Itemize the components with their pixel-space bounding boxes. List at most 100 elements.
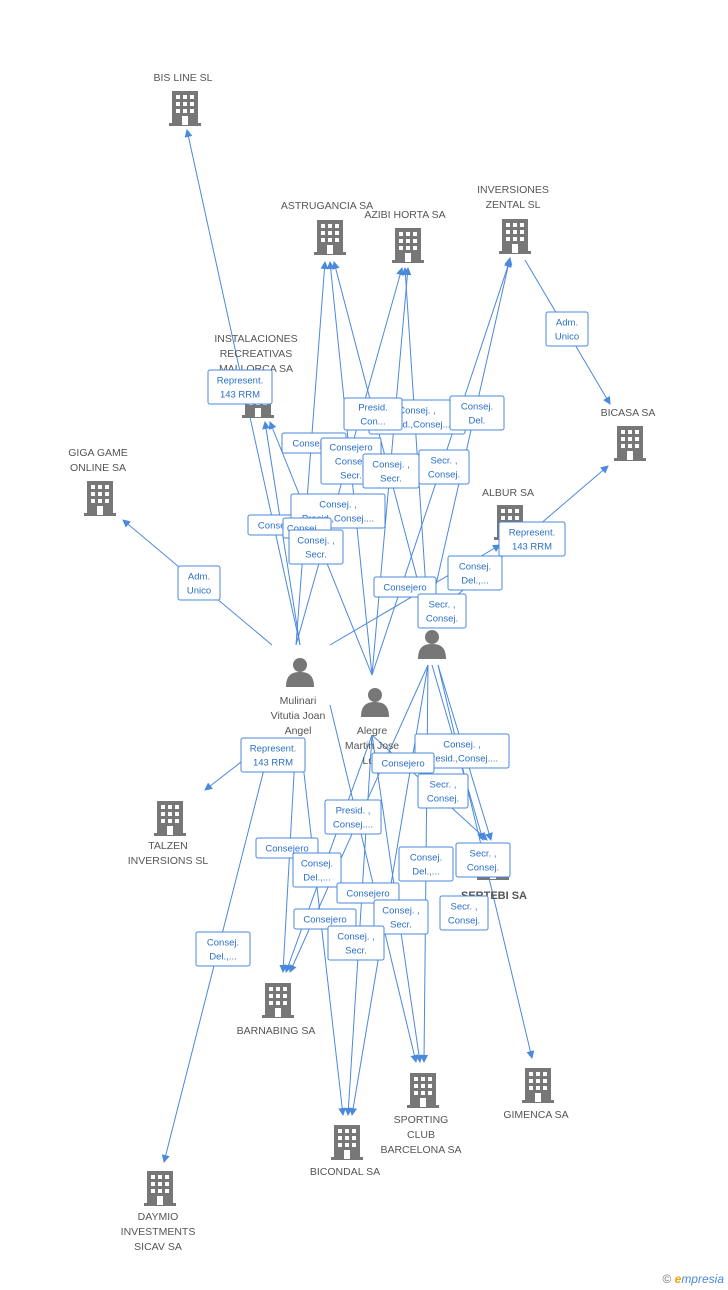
- role-label: Consej.: [335, 457, 367, 468]
- role-label: Secr.: [305, 550, 327, 561]
- role-label: Consej.: [426, 614, 458, 625]
- role-label: Consejero: [383, 583, 426, 594]
- node-label: BICASA SA: [601, 407, 656, 419]
- building-icon: [331, 1125, 363, 1160]
- role-label: Consejero: [381, 759, 424, 770]
- node-bicasa[interactable]: BICASA SA: [601, 407, 656, 461]
- node-bicondal[interactable]: BICONDAL SA: [310, 1125, 380, 1178]
- building-icon: [154, 801, 186, 836]
- role-box[interactable]: Secr. , Consej.: [455, 842, 511, 878]
- role-box[interactable]: Presid. , Consej....: [324, 799, 382, 835]
- role-label: Consej.: [301, 859, 333, 870]
- role-box[interactable]: Adm. Unico: [545, 311, 589, 347]
- role-label: Consej....: [287, 524, 327, 535]
- role-box[interactable]: Represent.143 RRM: [498, 521, 566, 557]
- role-label: Presid. ,: [336, 806, 371, 817]
- role-box[interactable]: Consejero: [371, 752, 435, 774]
- edge-8: [427, 257, 513, 621]
- role-box[interactable]: Secr. ,Consej.: [418, 449, 470, 485]
- brand-name: mpresia: [681, 1272, 724, 1286]
- role-label: Consej.: [467, 863, 499, 874]
- role-label: Consej. ,: [319, 500, 357, 511]
- role-label: Unico: [555, 332, 579, 343]
- role-label: Consej. ,: [372, 460, 410, 471]
- node-albur[interactable]: ALBUR SA: [482, 487, 534, 540]
- brand-e: e: [674, 1272, 682, 1286]
- role-label: Secr. ,: [430, 780, 457, 791]
- role-label: Con...: [360, 417, 385, 428]
- role-label: Del.,...: [412, 867, 439, 878]
- role-label: Del.,...: [461, 576, 488, 587]
- node-barnabing[interactable]: BARNABING SA: [237, 983, 316, 1037]
- building-icon: [84, 481, 116, 516]
- role-label: Consej.: [207, 938, 239, 949]
- person-icon: [286, 658, 314, 687]
- role-label: Presid.: [358, 403, 388, 414]
- role-box[interactable]: Represent.143 RRM: [207, 369, 273, 405]
- role-box[interactable]: Consej. ,Secr.: [288, 529, 344, 565]
- node-gimenca[interactable]: GIMENCA SA: [503, 1068, 569, 1121]
- role-box[interactable]: Consej.Del.,...: [292, 852, 342, 888]
- role-box[interactable]: Presid. Con...: [343, 397, 403, 431]
- role-label: Del.,...: [209, 952, 236, 963]
- role-box[interactable]: Secr. ,Consej.: [439, 895, 489, 931]
- role-label: Secr.: [380, 474, 402, 485]
- role-box[interactable]: Consej. ,Secr.: [327, 925, 385, 961]
- node-azibi[interactable]: AZIBI HORTA SA: [364, 209, 446, 263]
- role-label: Secr. ,: [470, 849, 497, 860]
- role-box[interactable]: Secr. ,Consej.: [417, 773, 469, 809]
- role-box[interactable]: Consej.Del.,...: [398, 846, 454, 882]
- node-bisline[interactable]: BIS LINE SL: [154, 72, 213, 126]
- building-icon: [392, 228, 424, 263]
- building-icon: [314, 220, 346, 255]
- role-label: Consej. ,: [382, 906, 420, 917]
- building-icon: [499, 219, 531, 254]
- role-label: Adm.: [556, 318, 578, 329]
- role-label: Secr.: [390, 920, 412, 931]
- building-icon: [407, 1073, 439, 1108]
- node-label: BICONDAL SA: [310, 1166, 380, 1178]
- role-box[interactable]: Consej. Del.,...: [195, 931, 251, 967]
- role-box[interactable]: Consejero: [336, 882, 400, 904]
- role-label: Consej. ,: [398, 406, 436, 417]
- role-label: 143 RRM: [253, 758, 293, 769]
- role-label: Represent.: [217, 376, 263, 387]
- role-label: Consejero: [303, 915, 346, 926]
- role-box[interactable]: Consejero: [373, 576, 437, 598]
- role-box[interactable]: Consejero: [293, 908, 357, 930]
- role-label: Presid.,Consej....: [426, 754, 498, 765]
- building-icon: [614, 426, 646, 461]
- role-box[interactable]: Consej.Del.,...: [447, 555, 503, 591]
- role-label: Represent.: [250, 744, 296, 755]
- role-box[interactable]: Adm.Unico: [177, 565, 221, 601]
- node-astrugancia[interactable]: ASTRUGANCIA SA: [281, 200, 373, 255]
- role-box[interactable]: Consej. , Secr.: [373, 899, 429, 935]
- building-icon: [144, 1171, 176, 1206]
- role-label: Secr. ,: [429, 600, 456, 611]
- empresia-watermark: © empresia: [662, 1272, 724, 1286]
- node-label: ASTRUGANCIA SA: [281, 200, 373, 212]
- role-label: Consejero: [346, 889, 389, 900]
- role-label: Consej....: [333, 820, 373, 831]
- edge-20: [344, 734, 373, 1116]
- role-box[interactable]: Represent. 143 RRM: [240, 737, 306, 773]
- role-box[interactable]: Secr. , Consej.: [417, 593, 467, 629]
- role-box[interactable]: Consej.Del.: [449, 395, 505, 431]
- role-box[interactable]: Consej. , Secr.: [362, 453, 420, 489]
- node-label: BARNABING SA: [237, 1025, 316, 1037]
- role-box[interactable]: Consej. ,Presid.,Consej....: [414, 733, 510, 769]
- role-label: Represent.: [509, 528, 555, 539]
- role-label: Consej.: [428, 470, 460, 481]
- node-p3[interactable]: [418, 630, 446, 659]
